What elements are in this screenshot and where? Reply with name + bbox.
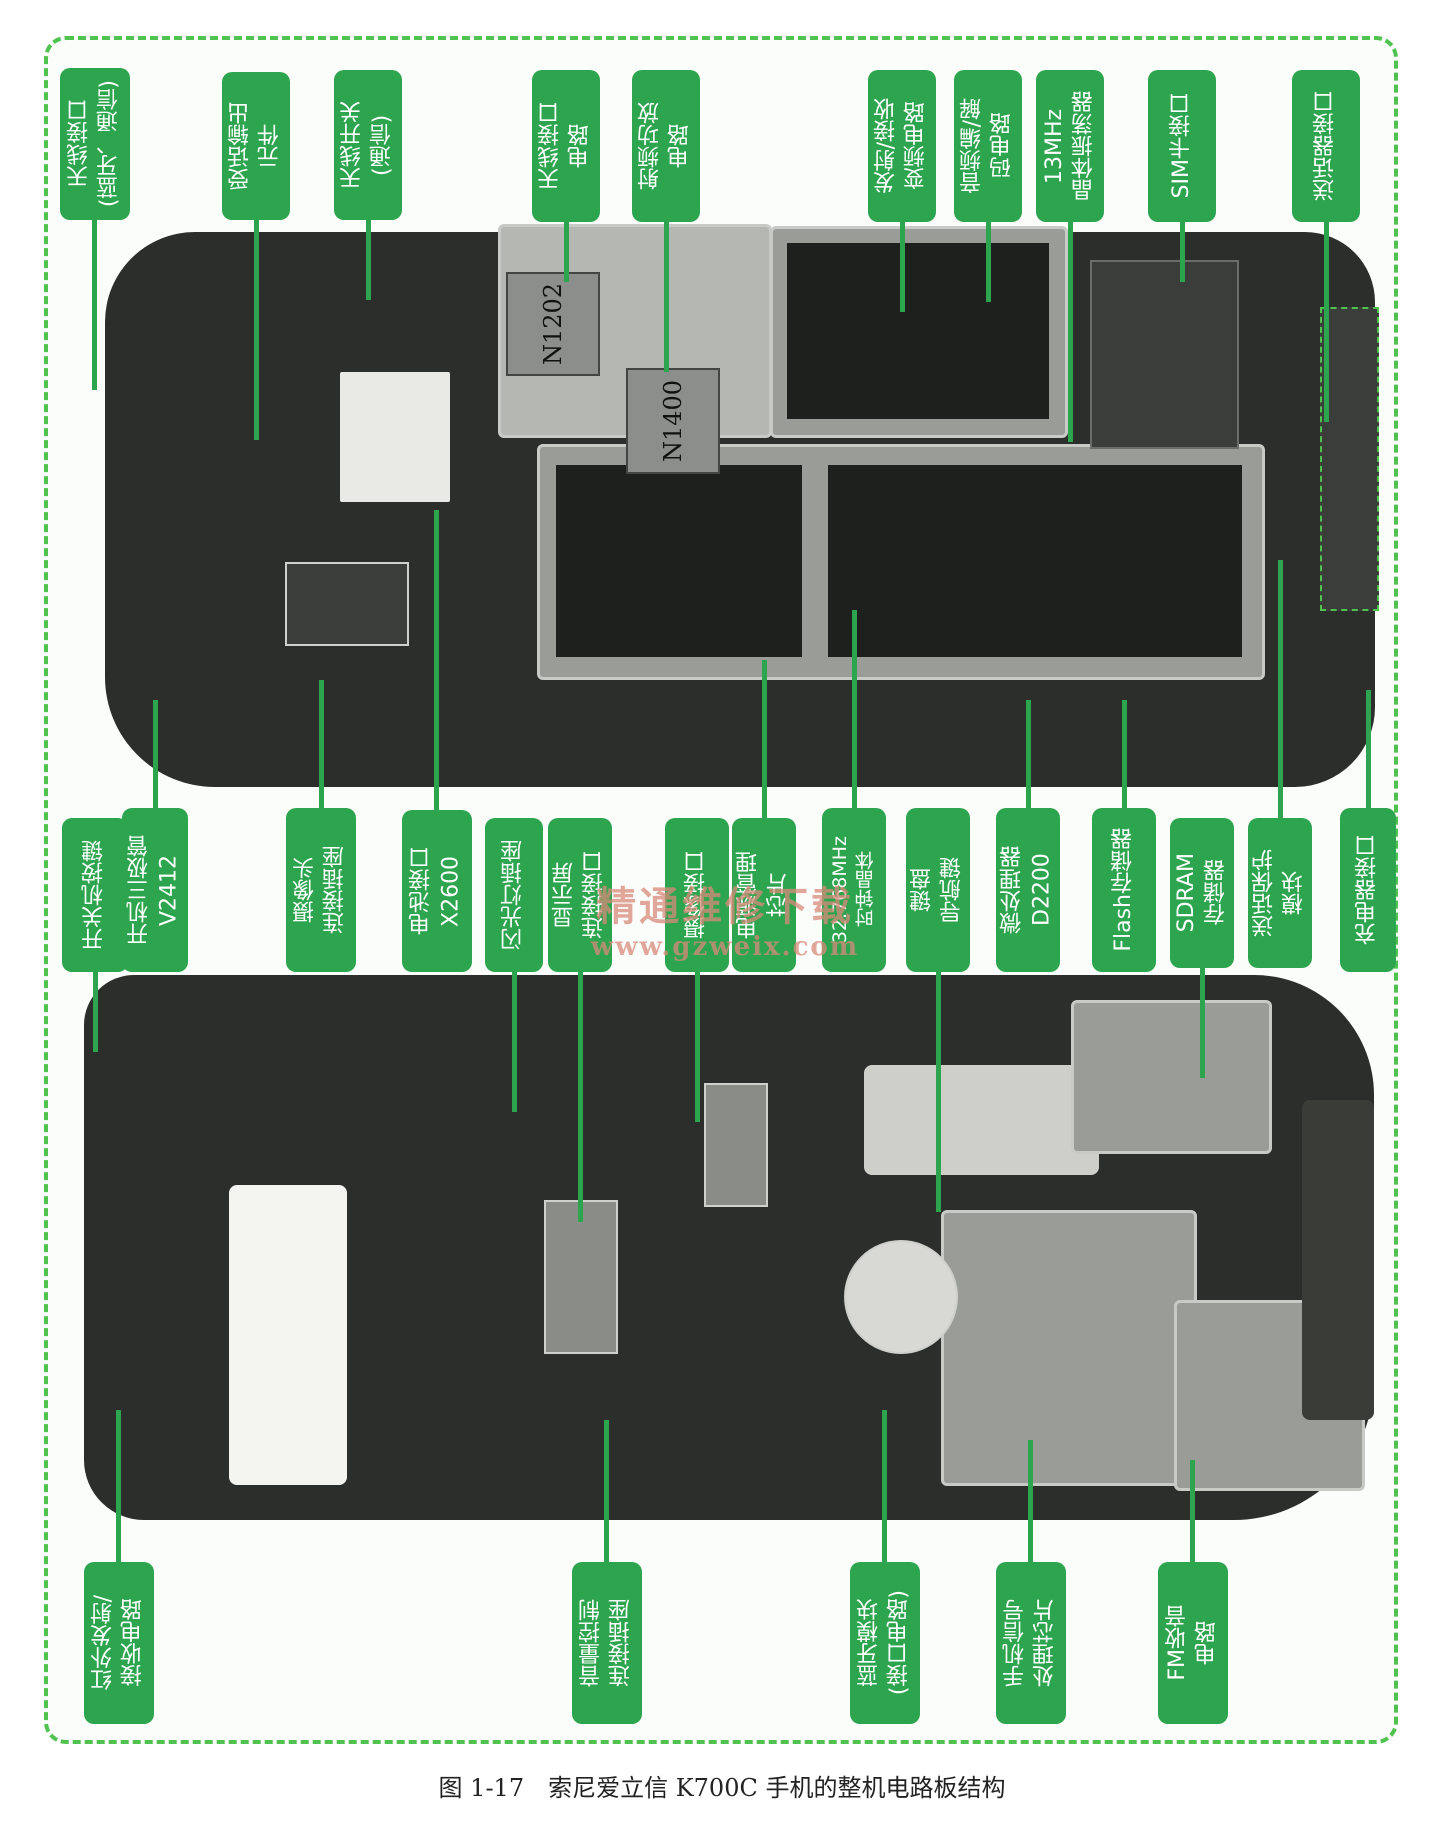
- label-bluetooth-module: 蓝牙模块 (接口电路): [850, 1562, 920, 1724]
- baseband-shield: [537, 444, 1265, 680]
- label-display-interface: 显示屏 连接接口: [548, 818, 612, 972]
- pointer: [900, 222, 905, 312]
- side-connector: [1302, 1100, 1374, 1420]
- label-flash-socket: 闪光灯插座: [485, 818, 543, 972]
- pointer: [434, 510, 439, 810]
- pointer: [1068, 222, 1073, 442]
- watermark-title: 精通维修下载: [596, 883, 854, 930]
- pointer: [578, 972, 583, 1222]
- pointer: [366, 220, 371, 300]
- pointer: [1366, 690, 1371, 808]
- battery-contact-pad: [340, 372, 450, 502]
- chip-n1202: N1202: [506, 272, 600, 376]
- label-charger-interface: 充电器接口: [1340, 808, 1396, 972]
- label-cpu: 微处理器 D2200: [996, 808, 1060, 972]
- circuit-board-top: [105, 224, 1379, 787]
- pointer: [512, 972, 517, 1112]
- label-sdram: SDRAM 存储器: [1170, 818, 1234, 968]
- label-antenna-interface: 天线接口 (蓝牙、通信): [60, 68, 130, 220]
- camera-socket: [285, 562, 409, 646]
- pointer: [664, 222, 669, 372]
- pointer: [1324, 222, 1329, 422]
- pointer: [319, 680, 324, 808]
- pointer: [695, 972, 700, 1122]
- pointer: [254, 220, 259, 440]
- pointer: [116, 1410, 121, 1562]
- signal-chip-shield: [941, 1210, 1197, 1486]
- barcode-label: [229, 1185, 347, 1485]
- pointer: [1180, 222, 1185, 282]
- pointer: [852, 610, 857, 808]
- circuit-board-bottom: [84, 975, 1374, 1520]
- label-signal-processor: 手机信号 处理芯片: [996, 1562, 1066, 1724]
- label-sim-interface: SIM卡接口: [1148, 70, 1216, 222]
- pointer: [1190, 1460, 1195, 1562]
- rating-label: [864, 1065, 1099, 1175]
- nav-key: [844, 1240, 958, 1354]
- label-antenna-circuit: 天线接口 电路: [532, 70, 600, 222]
- label-camera-socket: 摄像头 连接插座: [286, 808, 356, 972]
- pointer: [1028, 1440, 1033, 1562]
- label-nav-key: 键盘 导航键: [906, 808, 970, 972]
- camera-connector: [704, 1083, 768, 1207]
- label-antenna-switch: 天线开关 (通信): [334, 70, 402, 220]
- pointer: [604, 1420, 609, 1562]
- label-flash-memory: Flash存储器: [1092, 808, 1156, 972]
- chip-n1400: N1400: [626, 368, 720, 474]
- board-component: [787, 243, 1049, 419]
- pointer: [564, 222, 569, 282]
- label-audio-codec: 音频编/解 码电路: [954, 70, 1022, 222]
- pointer: [936, 972, 941, 1212]
- label-32khz-crystal: 32.768MHz 时钟晶体: [822, 808, 886, 972]
- pointer: [882, 1410, 887, 1562]
- sdram-shield: [1071, 1000, 1272, 1154]
- label-infrared-circuit: 红外发射/ 接收电路: [84, 1562, 154, 1724]
- label-camera-interface: 摄像接口: [665, 818, 729, 972]
- board-component: [828, 465, 1242, 657]
- pointer: [1122, 700, 1127, 808]
- pointer: [986, 222, 991, 302]
- label-battery-interface: 电池接口 X2600: [402, 810, 472, 972]
- label-mic-interface: 送话器接口: [1292, 70, 1360, 222]
- sim-holder: [1090, 260, 1239, 449]
- label-mic-protection: 送话保护 模块: [1248, 818, 1312, 968]
- pointer: [92, 220, 97, 390]
- display-connector: [544, 1200, 618, 1354]
- pointer: [153, 700, 158, 808]
- label-power-management: 电源管理 芯片: [732, 818, 796, 972]
- label-fm-radio: FM收音 电路: [1158, 1562, 1228, 1724]
- board-component: [556, 465, 802, 657]
- transceiver-shield: [770, 226, 1068, 438]
- watermark: 精通维修下载 www.gzweix.com: [555, 874, 895, 962]
- label-receiver-output: 受话输出 元件: [222, 72, 290, 220]
- label-volume-socket: 音量控制 连接插座: [572, 1562, 642, 1724]
- charger-connector: [1320, 307, 1379, 611]
- label-power-key: 开关机按键: [62, 818, 128, 972]
- label-tx-rx-converter: 发射/接收 变频电路: [868, 70, 936, 222]
- pointer: [1278, 560, 1283, 818]
- label-13mhz-oscillator: 13MHz 晶体振荡器: [1036, 70, 1104, 222]
- watermark-url: www.gzweix.com: [590, 932, 860, 962]
- label-rf-amplifier: 射频功放 电路: [632, 70, 700, 222]
- pointer: [93, 972, 98, 1052]
- label-power-transistor: 开机三极管 V2412: [122, 808, 188, 972]
- pointer: [1026, 700, 1031, 808]
- pointer: [1200, 968, 1205, 1078]
- figure-caption: 图 1-17 索尼爱立信 K700C 手机的整机电路板结构: [438, 1774, 1006, 1802]
- pointer: [762, 660, 767, 818]
